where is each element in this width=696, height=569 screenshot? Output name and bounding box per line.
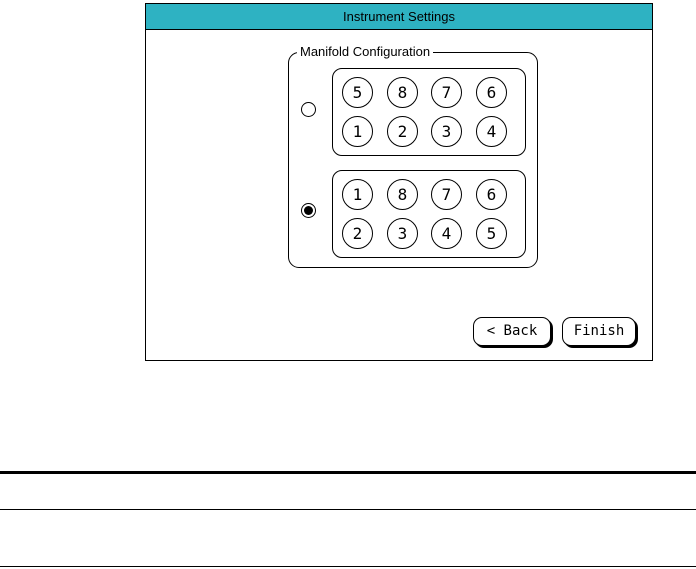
port-number: 6 — [476, 77, 507, 108]
port-number: 5 — [342, 77, 373, 108]
port-number: 4 — [431, 218, 462, 249]
manifold-option-2-radio[interactable] — [301, 203, 316, 218]
manifold-option-1-panel[interactable]: 5 8 7 6 1 2 3 4 — [332, 68, 526, 156]
finish-button[interactable]: Finish — [562, 317, 636, 346]
port-number: 2 — [387, 116, 418, 147]
manifold-configuration-legend: Manifold Configuration — [297, 44, 434, 60]
port-number: 1 — [342, 179, 373, 210]
port-number: 6 — [476, 179, 507, 210]
manifold-option-2-panel[interactable]: 1 8 7 6 2 3 4 5 — [332, 170, 526, 258]
port-number: 1 — [342, 116, 373, 147]
port-number: 8 — [387, 77, 418, 108]
port-number: 2 — [342, 218, 373, 249]
window-title: Instrument Settings — [146, 4, 652, 30]
port-number: 3 — [431, 116, 462, 147]
port-number: 7 — [431, 179, 462, 210]
manifold-option-1-radio[interactable] — [301, 102, 316, 117]
divider-thin — [0, 509, 696, 510]
manifold-configuration-group: Manifold Configuration 5 8 7 6 1 2 3 4 1… — [288, 44, 538, 268]
port-number: 4 — [476, 116, 507, 147]
port-number: 8 — [387, 179, 418, 210]
port-number: 7 — [431, 77, 462, 108]
port-number: 5 — [476, 218, 507, 249]
instrument-settings-window: Instrument Settings Manifold Configurati… — [145, 3, 653, 361]
divider-thick — [0, 471, 696, 474]
back-button[interactable]: < Back — [473, 317, 551, 346]
divider-thin — [0, 566, 696, 567]
port-number: 3 — [387, 218, 418, 249]
